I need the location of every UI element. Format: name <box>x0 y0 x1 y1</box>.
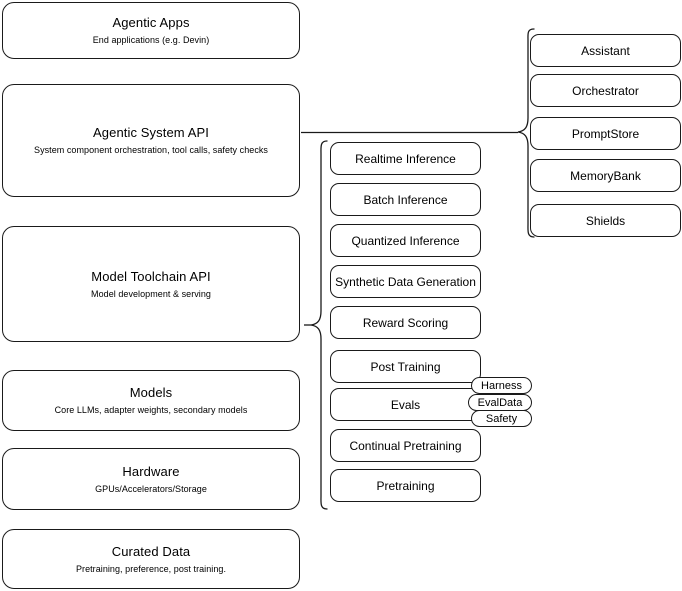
layer-title: Hardware <box>122 463 180 479</box>
layer-box-agentic-apps[interactable]: Agentic Apps End applications (e.g. Devi… <box>2 2 300 59</box>
layer-box-model-toolchain-api[interactable]: Model Toolchain API Model development & … <box>2 226 300 342</box>
layer-title: Models <box>129 385 173 400</box>
toolchain-item-pretraining[interactable]: Pretraining <box>330 469 481 502</box>
agentic-item-orchestrator[interactable]: Orchestrator <box>530 74 681 107</box>
layer-subtitle: Core LLMs, adapter weights, secondary mo… <box>54 405 248 415</box>
agentic-item-memorybank[interactable]: MemoryBank <box>530 159 681 192</box>
toolchain-item-label: Reward Scoring <box>362 315 449 330</box>
toolchain-item-label: Quantized Inference <box>351 233 460 248</box>
layer-subtitle: Model development & serving <box>91 288 211 299</box>
layer-box-agentic-system-api[interactable]: Agentic System API System component orch… <box>2 84 300 197</box>
toolchain-brace <box>300 138 330 513</box>
layer-box-models[interactable]: Models Core LLMs, adapter weights, secon… <box>2 370 300 431</box>
agentic-item-label: PromptStore <box>571 126 640 141</box>
toolchain-item-label: Synthetic Data Generation <box>335 274 476 289</box>
toolchain-item-label: Batch Inference <box>363 192 448 207</box>
agentic-item-label: MemoryBank <box>570 168 641 183</box>
layer-title: Agentic System API <box>93 125 209 140</box>
evals-badge-safety[interactable]: Safety <box>471 410 532 427</box>
evals-badge-label: Safety <box>485 412 518 425</box>
layer-subtitle: System component orchestration, tool cal… <box>34 145 268 155</box>
layer-subtitle: End applications (e.g. Devin) <box>92 35 210 45</box>
toolchain-item-evals[interactable]: Evals <box>330 388 481 421</box>
agentic-item-assistant[interactable]: Assistant <box>530 34 681 67</box>
toolchain-item-label: Continual Pretraining <box>349 438 462 453</box>
toolchain-item-label: Realtime Inference <box>355 151 456 166</box>
toolchain-item-realtime-inference[interactable]: Realtime Inference <box>330 142 481 175</box>
agentic-item-shields[interactable]: Shields <box>530 204 681 237</box>
toolchain-item-post-training[interactable]: Post Training <box>330 350 481 383</box>
layer-title: Agentic Apps <box>112 15 190 30</box>
layer-subtitle: GPUs/Accelerators/Storage <box>95 483 207 494</box>
toolchain-item-batch-inference[interactable]: Batch Inference <box>330 183 481 216</box>
layer-box-hardware[interactable]: Hardware GPUs/Accelerators/Storage <box>2 448 300 510</box>
agentic-item-label: Orchestrator <box>572 83 639 98</box>
evals-badge-evaldata[interactable]: EvalData <box>468 394 532 411</box>
toolchain-item-synthetic-data-generation[interactable]: Synthetic Data Generation <box>330 265 481 298</box>
layer-title: Curated Data <box>111 543 191 559</box>
agentic-system-connector-line <box>300 124 520 142</box>
toolchain-item-reward-scoring[interactable]: Reward Scoring <box>330 306 481 339</box>
evals-badge-harness[interactable]: Harness <box>471 377 532 394</box>
toolchain-item-label: Post Training <box>370 359 441 374</box>
toolchain-item-continual-pretraining[interactable]: Continual Pretraining <box>330 429 481 462</box>
agentic-item-promptstore[interactable]: PromptStore <box>530 117 681 150</box>
layer-box-curated-data[interactable]: Curated Data Pretraining, preference, po… <box>2 529 300 589</box>
layer-subtitle: Pretraining, preference, post training. <box>75 563 227 574</box>
evals-badge-label: EvalData <box>477 396 523 409</box>
toolchain-item-quantized-inference[interactable]: Quantized Inference <box>330 224 481 257</box>
toolchain-item-label: Evals <box>390 397 421 412</box>
toolchain-item-label: Pretraining <box>376 478 435 493</box>
evals-badge-label: Harness <box>481 379 522 392</box>
layer-title: Model Toolchain API <box>91 268 211 284</box>
agentic-item-label: Assistant <box>581 43 630 58</box>
agentic-item-label: Shields <box>585 213 626 228</box>
